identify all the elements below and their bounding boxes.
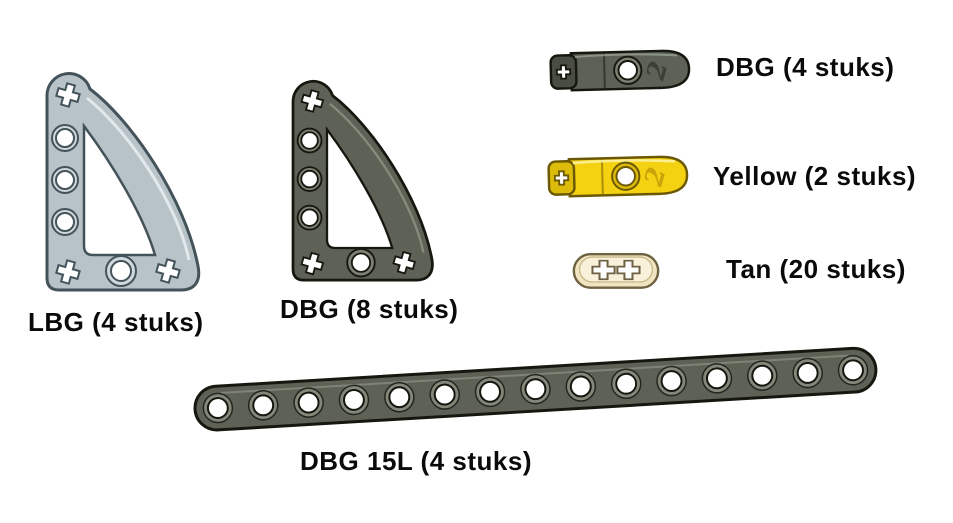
tan-block-drawing (572, 252, 660, 289)
panel-dbg-drawing (291, 79, 434, 282)
part-panel-fairing-lbg (35, 60, 207, 302)
panel-lbg-drawing (45, 72, 201, 292)
connector-highlight (572, 159, 676, 165)
panel-edge-highlight (86, 96, 191, 261)
connector-seam (600, 159, 604, 195)
label-beam-15l: DBG 15L (4 stuks) (300, 446, 532, 476)
center-pin-hole (617, 60, 638, 81)
part-block-tan (570, 247, 662, 292)
label-panel-dbg: DBG (8 stuks) (280, 294, 459, 324)
part-connector-yellow: 2 (543, 148, 690, 206)
connector-yellow-drawing: 2 (547, 155, 689, 198)
panel-cutout (82, 122, 157, 257)
part-beam-15l (191, 343, 881, 436)
panel-edge-highlight (329, 102, 425, 253)
panel-cutout (325, 126, 394, 250)
center-pin-hole (615, 166, 636, 187)
connector-seam (602, 53, 606, 89)
connector-dbg-drawing: 2 (549, 49, 691, 92)
part-connector-dbg: 2 (545, 42, 692, 100)
connector-highlight (574, 53, 678, 59)
label-block-tan: Tan (20 stuks) (726, 254, 906, 284)
pin-holes (296, 127, 376, 278)
pin-holes (51, 124, 137, 287)
label-connector-yellow: Yellow (2 stuks) (713, 161, 917, 191)
beam-drawing (193, 346, 878, 432)
label-panel-lbg: LBG (4 stuks) (28, 307, 204, 337)
beam-holes (202, 355, 869, 424)
block-top-face (578, 256, 654, 283)
label-connector-dbg: DBG (4 stuks) (716, 52, 895, 82)
part-panel-fairing-dbg (282, 64, 440, 296)
